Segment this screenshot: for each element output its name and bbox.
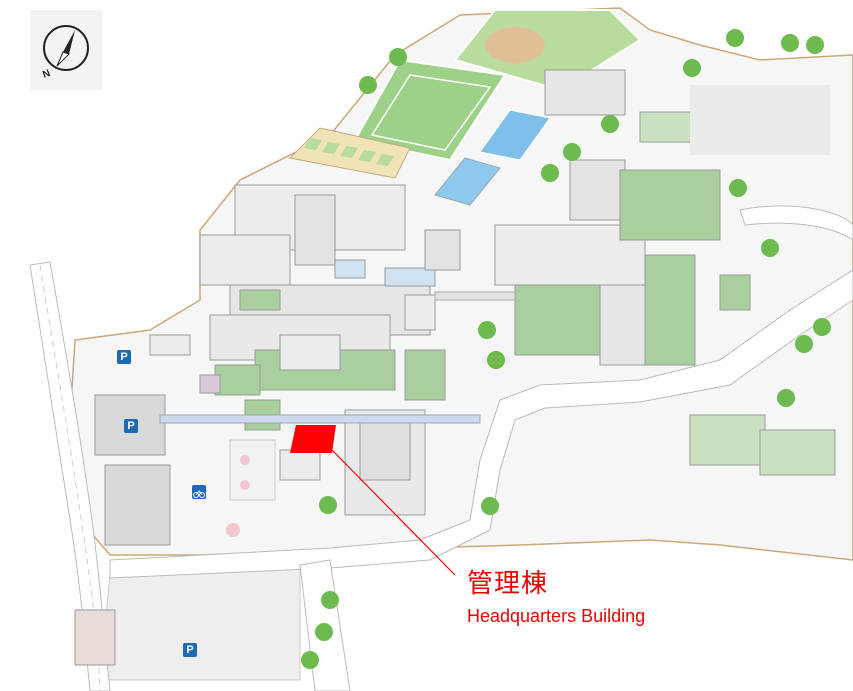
leader-line (331, 449, 456, 576)
trees (301, 29, 831, 669)
headquarters-label-en: Headquarters Building (467, 606, 646, 626)
front-plaza (229, 439, 276, 501)
soccer-field (353, 58, 507, 162)
parking-badge: P (183, 643, 197, 657)
parking-badge: P (124, 419, 138, 433)
compass-north-letter: N (41, 68, 52, 81)
gym (434, 157, 501, 206)
lower-parking-ground (99, 564, 301, 681)
skywalk (159, 414, 481, 424)
compass: N (30, 10, 102, 90)
headquarters-label-ja: 管理棟 (467, 569, 549, 599)
parking-badge: P (117, 350, 131, 364)
pool (479, 109, 551, 161)
buildings (74, 69, 836, 666)
bicycle-parking-icon (192, 485, 206, 499)
main-road (109, 269, 853, 579)
headquarters-building-highlight[interactable] (290, 425, 336, 453)
compass-icon: N (41, 25, 89, 81)
